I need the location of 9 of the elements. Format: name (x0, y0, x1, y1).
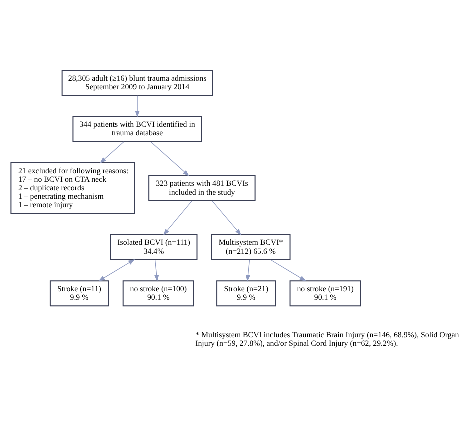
arrow (98, 260, 136, 282)
arrow (270, 260, 307, 282)
arrow (100, 142, 124, 164)
arrow (150, 142, 190, 176)
arrow (163, 200, 193, 236)
arrow (246, 260, 251, 282)
arrow (135, 96, 140, 118)
arrow (154, 260, 160, 282)
arrow (212, 200, 242, 236)
